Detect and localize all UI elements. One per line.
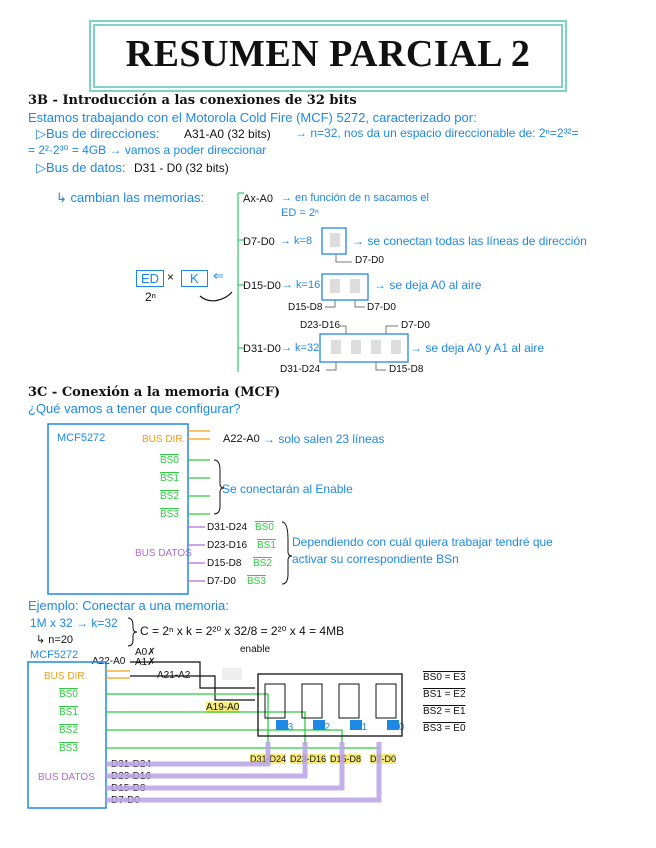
enable-desc: Se conectarán al Enable xyxy=(222,482,353,496)
bs0-label: BS0 xyxy=(160,455,179,466)
a22-desc: → solo salen 23 líneas xyxy=(263,432,385,446)
bus-dir-label: ▷Bus de direcciones: xyxy=(36,126,160,141)
d23-d16-line: D23-D16 xyxy=(207,540,248,551)
bs0-tag-data: BS0 xyxy=(255,522,274,533)
d7-label: D7-D0 xyxy=(243,236,275,248)
k32-label: → k=32 xyxy=(281,342,320,354)
d15-label: D15-D0 xyxy=(243,280,281,292)
k8-desc: → se conectan todas las líneas de direcc… xyxy=(352,234,587,248)
d15-d8-out-32: D15-D8 xyxy=(389,364,424,375)
question-text: ¿Qué vamos a tener que configurar? xyxy=(28,401,241,416)
k8-label: → k=8 xyxy=(280,235,313,247)
mem-d23: D23-D16 xyxy=(290,754,327,764)
d31-d24-out: D31-D24 xyxy=(280,364,321,375)
section-3b-heading: 3B - Introducción a las conexiones de 32… xyxy=(28,93,357,108)
example-spec: 1M x 32 → k=32 xyxy=(30,616,118,630)
k16-label: → k=16 xyxy=(282,279,321,291)
example-n: ↳ n=20 xyxy=(36,634,74,646)
bs1-tag-data: BS1 xyxy=(257,540,276,551)
map-bs1: BS1 = E2 xyxy=(423,689,466,700)
bus-dir-result: → n=32, nos da un espacio direccionable … xyxy=(295,126,579,140)
k16-desc: → se deja A0 al aire xyxy=(374,278,482,292)
example-bs3: BS3 xyxy=(59,743,78,754)
bus-datos-value: D31 - D0 (32 bits) xyxy=(134,161,229,175)
title-box: RESUMEN PARCIAL 2 xyxy=(89,20,567,92)
bs2-label: BS2 xyxy=(160,491,179,502)
ax-desc: → en función de n sacamos el ED = 2ⁿ xyxy=(281,192,429,219)
page-title: RESUMEN PARCIAL 2 xyxy=(125,33,531,75)
k32-desc: → se deja A0 y A1 al aire xyxy=(410,341,545,355)
k-box: K xyxy=(181,270,208,287)
map-bs0: BS0 = E3 xyxy=(423,672,466,683)
d7-d0-line: D7-D0 xyxy=(207,576,236,587)
d7-d0-out: D7-D0 xyxy=(355,255,384,266)
data-desc-1: Dependiendo con cuál quiera trabajar ten… xyxy=(292,535,553,549)
example-enable: enable xyxy=(240,644,271,655)
bs1-label: BS1 xyxy=(160,473,179,484)
bs3-tag-data: BS3 xyxy=(247,576,266,587)
d7-d0-out-16: D7-D0 xyxy=(367,302,396,313)
example-bs2: BS2 xyxy=(59,725,78,736)
mcf-label: MCF5272 xyxy=(57,432,106,444)
a22-label: A22-A0 xyxy=(223,433,260,445)
intro-text: Estamos trabajando con el Motorola Cold … xyxy=(28,110,477,125)
example-mcf: MCF5272 xyxy=(30,649,79,661)
example-bs1: BS1 xyxy=(59,707,78,718)
bs2-tag-data: BS2 xyxy=(253,558,272,569)
example-bus-dir: BUS DIR. xyxy=(44,671,88,682)
d7-d0-out-32: D7-D0 xyxy=(401,320,430,331)
d31-label: D31-D0 xyxy=(243,343,281,355)
d15-d8-out: D15-D8 xyxy=(288,302,323,313)
mem-d7: D7-D0 xyxy=(370,754,397,764)
ax-label: Ax-A0 xyxy=(243,193,273,205)
example-bus-datos: BUS DATOS xyxy=(38,772,95,783)
example-a22: A22-A0 xyxy=(92,656,126,667)
bs3-label: BS3 xyxy=(160,509,179,520)
times-sign: × xyxy=(167,270,175,284)
example-a19: A19-A0 xyxy=(206,702,240,713)
bus-dir-value: A31-A0 (32 bits) xyxy=(184,127,271,141)
example-calc: C = 2ⁿ x k = 2²⁰ x 32/8 = 2²⁰ x 4 = 4MB xyxy=(140,624,345,638)
mem-d15: D15-D8 xyxy=(330,754,362,764)
map-bs3: BS3 = E0 xyxy=(423,723,466,734)
bus-dir-tag: BUS DIR. xyxy=(142,434,186,445)
d23-d16-out: D23-D16 xyxy=(300,320,341,331)
ed-box: ED xyxy=(136,270,165,287)
example-a0: A0✗ xyxy=(135,647,156,658)
arrow-left: ⇐ xyxy=(213,268,224,283)
bus-datos-label: ▷Bus de datos: xyxy=(36,160,126,175)
data-desc-2: activar su correspondiente BSn xyxy=(292,552,459,566)
cambian-text: ↳ cambian las memorias: xyxy=(56,190,205,205)
example-bs0: BS0 xyxy=(59,689,78,700)
d15-d8-line: D15-D8 xyxy=(207,558,242,569)
section-3c-heading: 3C - Conexión a la memoria (MCF) xyxy=(28,385,281,400)
bus-dir-line2: = 2²·2³⁰ = 4GB → vamos a poder direccion… xyxy=(28,143,267,157)
d31-d24-line: D31-D24 xyxy=(207,522,248,533)
example-heading: Ejemplo: Conectar a una memoria: xyxy=(28,598,229,613)
two-n: 2ⁿ xyxy=(145,290,157,304)
bus-datos-tag: BUS DATOS xyxy=(135,548,192,559)
map-bs2: BS2 = E1 xyxy=(423,706,466,717)
